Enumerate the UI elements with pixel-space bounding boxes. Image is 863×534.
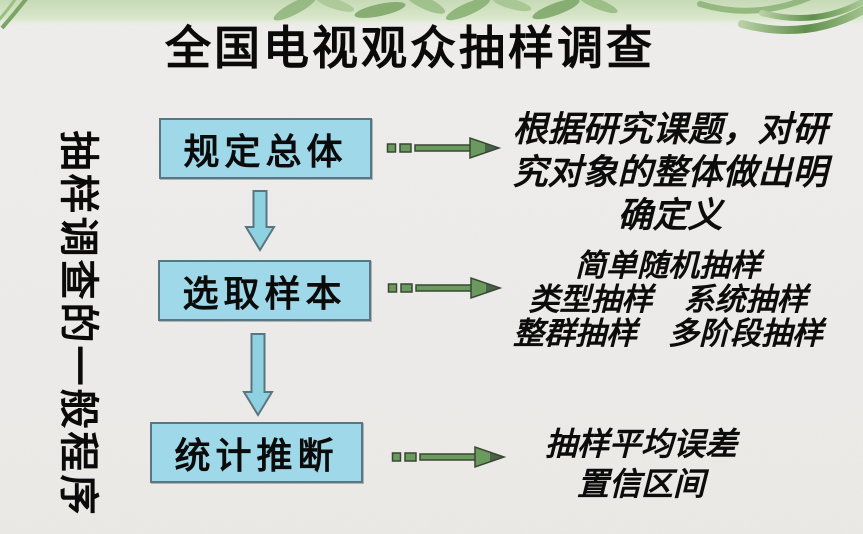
right-arrow-icon	[387, 276, 503, 300]
side-label: 抽样调查的一般程序	[56, 130, 100, 518]
slide-title: 全国电视观众抽样调查	[165, 22, 655, 74]
step-description-1: 根据研究课题，对研 究对象的整体做出明 确定义	[478, 108, 862, 237]
flow-box-label: 统计推断	[174, 434, 339, 476]
flow-box-define-population: 规定总体	[159, 118, 372, 179]
flow-box-select-sample: 选取样本	[158, 260, 371, 321]
fern-swirl-icon	[697, 0, 863, 34]
step-description-2: 简单随机抽样 类型抽样 系统抽样 整群抽样 多阶段抽样	[470, 249, 863, 351]
desc-line: 根据研究课题，对研	[512, 110, 828, 149]
desc-line: 置信区间	[576, 466, 705, 502]
desc-line: 类型抽样 系统抽样	[528, 282, 808, 317]
flow-box-label: 选取样本	[182, 272, 347, 314]
desc-line: 抽样平均误差	[544, 426, 737, 462]
desc-line: 整群抽样 多阶段抽样	[513, 316, 823, 351]
step-description-3: 抽样平均误差 置信区间	[486, 424, 796, 504]
grass-strokes-icon	[0, 0, 28, 30]
desc-line: 确定义	[617, 196, 723, 235]
down-arrow-icon	[244, 190, 276, 252]
right-arrow-icon	[386, 136, 502, 160]
header-decoration	[0, 0, 863, 34]
desc-line: 究对象的整体做出明	[512, 153, 828, 192]
down-arrow-icon	[242, 333, 274, 417]
flow-box-label: 规定总体	[183, 130, 348, 172]
leaf-decoration-icon	[273, 0, 618, 21]
desc-line: 简单随机抽样	[575, 248, 761, 283]
flow-box-statistical-inference: 统计推断	[150, 422, 363, 483]
right-arrow-icon	[391, 445, 507, 469]
